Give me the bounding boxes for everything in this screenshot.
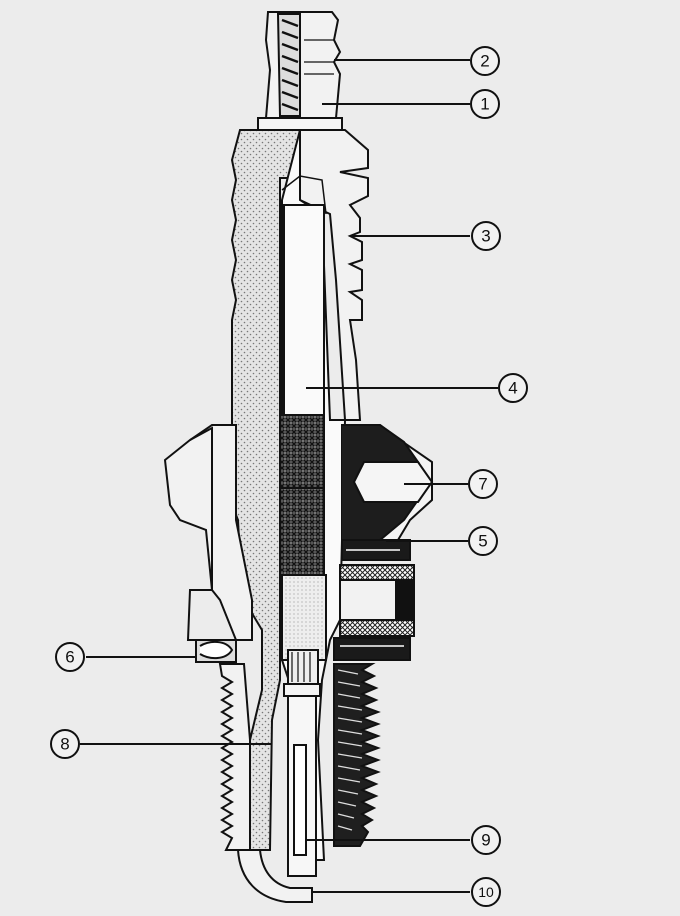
callout-label: 8 bbox=[60, 735, 69, 754]
callout-label: 1 bbox=[480, 95, 489, 114]
ground-electrode bbox=[236, 849, 313, 903]
callout-label: 5 bbox=[478, 532, 487, 551]
callout-7: 7 bbox=[468, 469, 498, 499]
callout-9: 9 bbox=[471, 825, 501, 855]
callout-label: 3 bbox=[481, 227, 490, 246]
callout-2: 2 bbox=[470, 46, 500, 76]
thread-right bbox=[333, 663, 381, 847]
callout-10: 10 bbox=[471, 877, 501, 907]
callout-5: 5 bbox=[468, 526, 498, 556]
callout-label: 10 bbox=[478, 884, 494, 900]
callout-label: 9 bbox=[481, 831, 490, 850]
thread-left bbox=[218, 663, 251, 851]
metal-shell bbox=[163, 424, 434, 661]
callout-1: 1 bbox=[470, 89, 500, 119]
callout-label: 2 bbox=[480, 52, 489, 71]
callout-label: 4 bbox=[508, 379, 517, 398]
callout-4: 4 bbox=[498, 373, 528, 403]
gasket bbox=[195, 639, 237, 663]
callout-8: 8 bbox=[50, 729, 80, 759]
terminal-nut bbox=[257, 11, 343, 131]
callout-3: 3 bbox=[471, 221, 501, 251]
callout-label: 7 bbox=[478, 475, 487, 494]
leader-lines bbox=[80, 59, 498, 893]
center-rod bbox=[279, 204, 327, 877]
callout-6: 6 bbox=[55, 642, 85, 672]
callout-label: 6 bbox=[65, 648, 74, 667]
